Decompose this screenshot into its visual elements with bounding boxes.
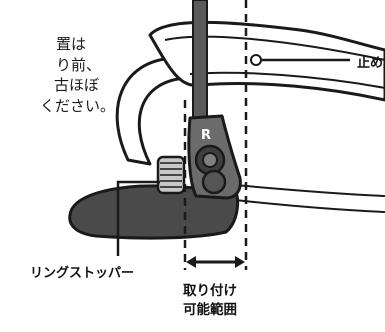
note-line: 置は xyxy=(56,35,87,53)
seat-lower-line xyxy=(234,184,385,197)
ring-stopper-ribs xyxy=(160,162,182,188)
base-pad xyxy=(68,184,240,240)
vertical-tube xyxy=(192,0,208,133)
clamp-knob-inner xyxy=(202,152,218,168)
mounting-range-label: 取り付け 可能範囲 xyxy=(168,282,252,320)
seat-lower-line-2 xyxy=(234,199,385,213)
seat-inner-line xyxy=(164,35,385,61)
note-line: 古ほぼ xyxy=(54,76,100,94)
mounting-range-line-1: 取り付け xyxy=(183,283,237,299)
ring-stopper-label: リングストッパー xyxy=(30,266,135,281)
note-line: ください。 xyxy=(40,96,110,115)
stopper-label: 止め具 xyxy=(357,56,385,71)
range-arrow-right-head xyxy=(235,256,245,268)
stopper-screw xyxy=(250,54,262,66)
curved-arm xyxy=(115,56,187,166)
note-line: り前、 xyxy=(56,55,102,74)
range-arrow-left-head xyxy=(186,256,196,268)
clamp-pivot xyxy=(201,169,227,195)
part-mark-r: R xyxy=(201,128,211,143)
instruction-note: 置は り前、 古ほぼ ください。 xyxy=(0,34,110,116)
seat-inner-line-2 xyxy=(189,71,385,89)
mounting-range-line-2: 可能範囲 xyxy=(183,302,237,318)
ring-stopper-leader xyxy=(116,180,160,256)
